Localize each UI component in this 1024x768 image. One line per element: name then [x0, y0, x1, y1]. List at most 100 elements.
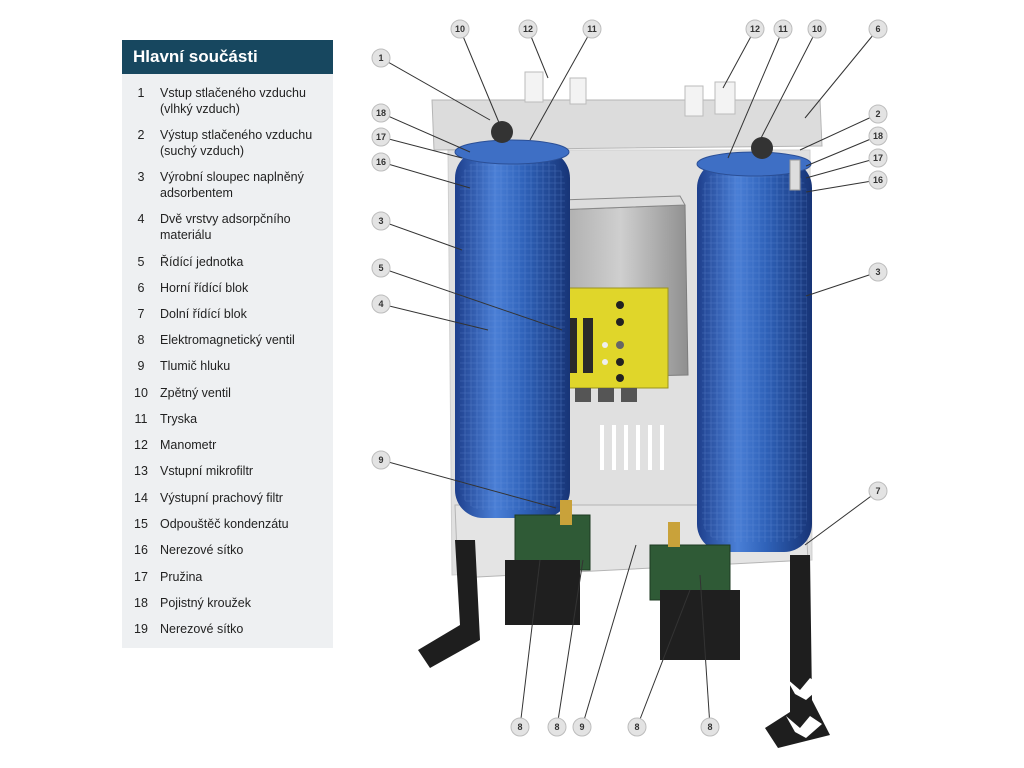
callout-number: 3	[875, 267, 880, 277]
leader-line	[380, 161, 471, 189]
callout-marker: 11	[582, 19, 602, 39]
callout-number: 16	[873, 175, 883, 185]
callout-number: 12	[523, 24, 533, 34]
callout-number: 17	[376, 132, 386, 142]
leader-line	[380, 303, 489, 331]
legend-item-label: Manometr	[160, 438, 217, 452]
callout-number: 6	[875, 24, 880, 34]
legend-item-label: Výrobní sloupec naplněný adsorbentem	[160, 170, 304, 200]
callouts: 1 2 3 3 4 5 6 7 8 8 8 8 9 9 10 10 11 11 …	[371, 19, 888, 737]
legend-item-label: Tlumič hluku	[160, 359, 231, 373]
leader-line	[380, 57, 491, 121]
legend-item-number: 15	[134, 517, 148, 531]
callout-marker: 9	[572, 717, 592, 737]
callout-marker: 16	[371, 152, 391, 172]
callout-marker: 17	[868, 148, 888, 168]
manometer	[684, 85, 704, 117]
callout-number: 3	[378, 216, 383, 226]
callout-number: 2	[875, 109, 880, 119]
legend-item-label: Vstupní mikrofiltr	[160, 464, 254, 478]
callout-marker: 9	[371, 450, 391, 470]
bracket-slot	[786, 716, 822, 738]
callout-number: 18	[873, 131, 883, 141]
leader-line	[727, 28, 784, 159]
solenoid-valve	[660, 590, 740, 660]
callout-number: 12	[750, 24, 760, 34]
indicator-led	[602, 359, 608, 365]
leader-line	[380, 136, 463, 159]
legend-item-label: Horní řídící blok	[160, 281, 249, 295]
column-mesh	[702, 170, 807, 542]
leader-line	[380, 112, 471, 153]
legend-item-label: Zpětný ventil	[160, 386, 231, 400]
legend-item-label: Výstupní prachový filtr	[160, 491, 283, 505]
legend-item-label: Tryska	[160, 412, 198, 426]
leader-line	[699, 574, 711, 728]
indicator-led	[616, 301, 624, 309]
callout-marker: 10	[450, 19, 470, 39]
panel-slot	[567, 318, 577, 373]
callout-number: 8	[634, 722, 639, 732]
leader-line	[722, 28, 756, 89]
legend-item-number: 5	[137, 255, 145, 269]
legend-item-number: 3	[137, 170, 145, 184]
legend-item: 13 Vstupní mikrofiltr	[122, 463, 333, 479]
cable-gland	[621, 388, 637, 402]
leader-line	[804, 490, 879, 546]
leader-line	[759, 28, 818, 141]
legend-item-number: 10	[134, 386, 148, 400]
legend-item-label: Výstup stlačeného vzduchu (suchý vzduch)	[160, 128, 313, 158]
legend-item: 18 Pojistný kroužek	[122, 595, 333, 611]
vent-slot	[636, 425, 640, 470]
callout-number: 4	[378, 299, 383, 309]
left-adsorption-column	[454, 71, 587, 518]
vent-slot	[600, 425, 604, 470]
vent-slot	[648, 425, 652, 470]
callout-marker: 18	[868, 126, 888, 146]
legend-item-number: 18	[134, 596, 148, 610]
callout-marker: 3	[371, 211, 391, 231]
legend-item: 3 Výrobní sloupec naplněný adsorbentem	[122, 169, 333, 201]
legend-item-number: 16	[134, 543, 148, 557]
leader-line	[529, 28, 593, 141]
leader-line	[805, 271, 879, 297]
check-valve	[751, 137, 773, 159]
vent-slot	[624, 425, 628, 470]
legend-item: 10 Zpětný ventil	[122, 385, 333, 401]
leader-line	[805, 157, 879, 179]
callout-marker: 2	[868, 104, 888, 124]
callout-number: 8	[517, 722, 522, 732]
leader-line	[380, 220, 463, 251]
indicator-led	[602, 342, 608, 348]
legend-item-number: 6	[137, 281, 145, 295]
callout-marker: 1	[371, 48, 391, 68]
callout-number: 18	[376, 108, 386, 118]
callout-marker: 12	[518, 19, 538, 39]
vent-slot	[612, 425, 616, 470]
legend-item-label: Pojistný kroužek	[160, 596, 252, 610]
callout-number: 9	[378, 455, 383, 465]
callout-marker: 5	[371, 258, 391, 278]
outlet-fitting	[789, 159, 801, 191]
cable-gland	[575, 388, 591, 402]
silencer	[668, 522, 680, 547]
leader-line	[799, 113, 879, 151]
vent-slot	[660, 425, 664, 470]
callout-number: 17	[873, 153, 883, 163]
legend-item-number: 14	[134, 491, 148, 505]
callout-marker: 8	[627, 717, 647, 737]
legend-item-number: 19	[134, 622, 148, 636]
callout-number: 16	[376, 157, 386, 167]
legend-item-number: 13	[134, 464, 148, 478]
legend-item-number: 2	[137, 128, 145, 142]
legend-item: 14 Výstupní prachový filtr	[122, 490, 333, 506]
legend-item-number: 7	[137, 307, 145, 321]
legend-item-number: 1	[137, 86, 145, 100]
legend-item-label: Elektromagnetický ventil	[160, 333, 295, 347]
